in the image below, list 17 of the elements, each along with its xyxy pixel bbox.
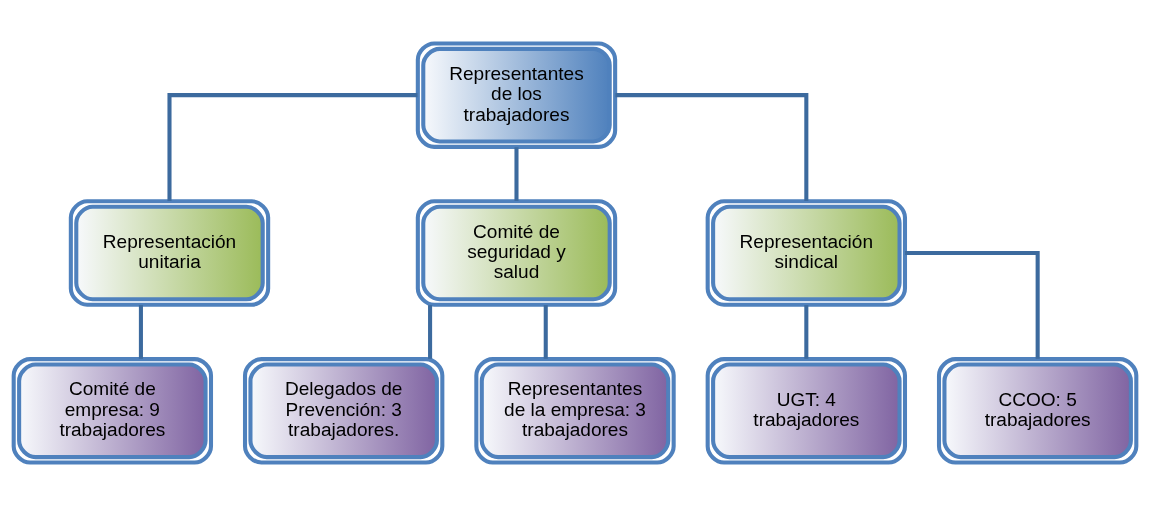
connector — [167, 93, 418, 201]
node-box: Representantes de los trabajadores — [415, 41, 618, 149]
node-box: Representación unitaria — [68, 199, 271, 307]
node-box: Representantes de la empresa: 3 trabajadores — [474, 357, 676, 465]
node-box: Delegados de Prevención: 3 trabajadores. — [243, 357, 445, 465]
connector — [428, 305, 433, 359]
connector — [615, 93, 809, 201]
connector — [543, 305, 548, 359]
node-box: UGT: 4 trabajadores — [705, 357, 907, 465]
node-box: Representación sindical — [705, 199, 907, 307]
connector — [804, 305, 809, 359]
connector — [514, 147, 519, 201]
node-box: Comité de empresa: 9 trabajadores — [11, 357, 214, 465]
connector — [905, 250, 1040, 359]
connector — [138, 305, 143, 359]
node-box: Comité de seguridad y salud — [415, 199, 618, 307]
node-box: CCOO: 5 trabajadores — [936, 357, 1139, 465]
